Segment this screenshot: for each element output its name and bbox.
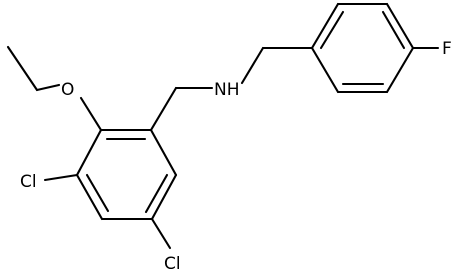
bond-ethyl-ch2-o (35, 83, 61, 92)
bond-ring-b3 (385, 2, 415, 50)
bond-ring-b4 (385, 46, 415, 94)
atom-nitrogen-label: NH (214, 80, 240, 100)
bond-ring-ch2 (149, 86, 178, 132)
bond-c-cl-lower (150, 217, 172, 250)
bond-ring-a6 (75, 128, 103, 177)
bond-ring-b3-inner (381, 10, 406, 50)
bond-n-ch2 (240, 46, 265, 85)
bond-c-cl-upper (43, 173, 79, 182)
atom-chlorine-lower-label: Cl (164, 254, 181, 274)
bond-ring-a2 (149, 128, 178, 177)
atom-fluorine-label: F (442, 39, 452, 59)
atom-chlorine-upper-label: Cl (20, 172, 37, 192)
bond-ring-a3 (150, 173, 178, 221)
bond-ring-b6 (310, 46, 340, 94)
bond-ethyl-ch3 (6, 45, 39, 92)
bond-ring-a3-inner (144, 173, 169, 214)
bond-ring-b1 (310, 2, 340, 50)
bond-ring-a5 (75, 173, 104, 221)
bond-ring-a5-inner (85, 173, 110, 213)
bond-o-ring (79, 96, 103, 132)
bond-ring-b1-inner (319, 10, 345, 50)
atom-oxygen-label: O (61, 80, 74, 100)
